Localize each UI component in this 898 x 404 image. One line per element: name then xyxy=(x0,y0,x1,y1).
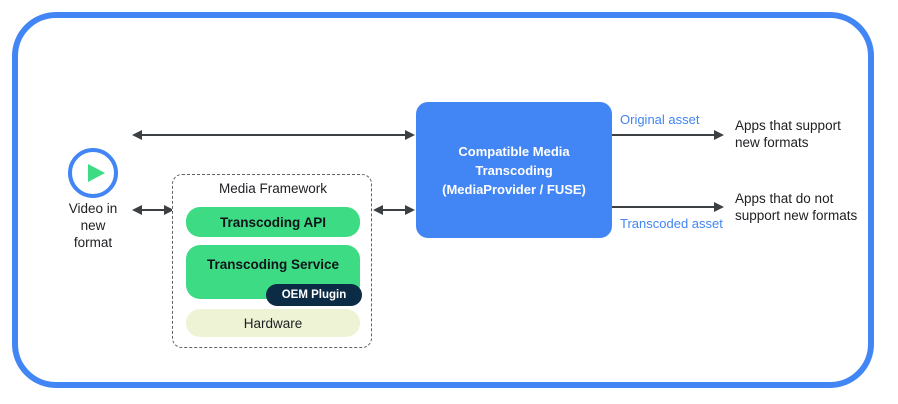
apps-supporting-label: Apps that support new formats xyxy=(735,117,841,151)
arrow-framework-to-transcoding-line xyxy=(381,209,407,211)
apps-not-supporting-line-1: Apps that do not xyxy=(735,191,834,206)
arrow-source-to-transcoding-head-left xyxy=(132,130,142,140)
video-source-line-2: new xyxy=(80,218,106,233)
arrow-source-to-framework-head-right xyxy=(164,205,174,215)
transcoded-asset-label: Transcoded asset xyxy=(620,216,723,231)
apps-supporting-line-2: new formats xyxy=(735,135,809,150)
play-circle-icon xyxy=(68,148,118,198)
compatible-media-transcoding-box: Compatible Media Transcoding (MediaProvi… xyxy=(416,102,612,238)
hardware-box: Hardware xyxy=(186,309,360,337)
arrow-transcoded-asset-line xyxy=(612,206,716,208)
transcoding-api-box: Transcoding API xyxy=(186,207,360,237)
arrow-framework-to-transcoding-head-right xyxy=(405,205,415,215)
original-asset-label: Original asset xyxy=(620,112,700,127)
arrow-transcoded-asset-head xyxy=(714,202,724,212)
video-source-label: Video in new format xyxy=(33,200,153,251)
arrow-original-asset-head xyxy=(714,130,724,140)
arrow-source-to-framework-head-left xyxy=(132,205,142,215)
media-framework-group: Media Framework Transcoding API Transcod… xyxy=(172,174,372,348)
arrow-source-to-transcoding-head-right xyxy=(405,130,415,140)
apps-not-supporting-label: Apps that do not support new formats xyxy=(735,190,857,224)
arrow-original-asset-line xyxy=(612,134,716,136)
media-framework-title: Media Framework xyxy=(218,181,328,196)
arrow-source-to-transcoding-line xyxy=(142,134,406,136)
oem-plugin-badge: OEM Plugin xyxy=(266,284,362,306)
play-triangle-icon xyxy=(88,164,105,182)
apps-not-supporting-line-2: support new formats xyxy=(735,208,858,223)
video-source-line-3: format xyxy=(73,235,113,250)
video-source-line-1: Video in xyxy=(68,201,118,216)
arrow-framework-to-transcoding-head-left xyxy=(373,205,383,215)
transcoding-service-label: Transcoding Service xyxy=(206,257,340,272)
cmt-line-3: (MediaProvider / FUSE) xyxy=(442,181,586,197)
cmt-line-2: Transcoding xyxy=(475,162,553,178)
cmt-line-1: Compatible Media xyxy=(458,143,570,159)
apps-supporting-line-1: Apps that support xyxy=(735,118,841,133)
arrow-source-to-framework-line xyxy=(142,209,166,211)
